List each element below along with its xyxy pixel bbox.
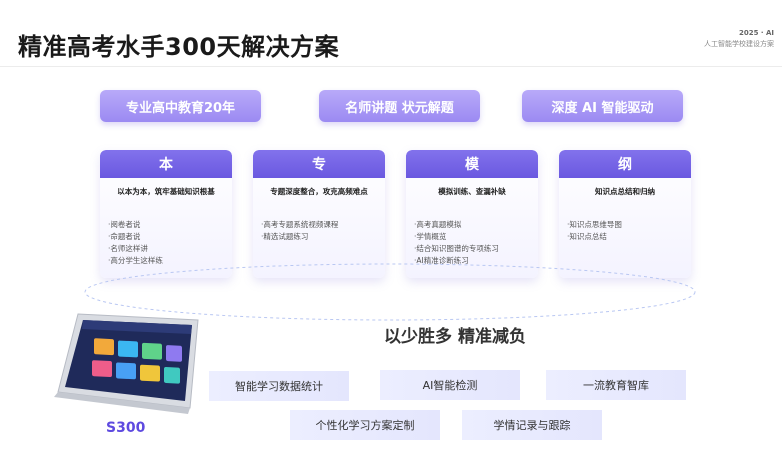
title-divider (0, 66, 782, 67)
list-item: ·结合知识图谱的专项练习 (414, 244, 499, 253)
list-item: ·高考专题系统视频课程 (261, 220, 339, 229)
card-head: 纲 (559, 150, 691, 178)
feature-learning-record: 学情记录与跟踪 (462, 410, 602, 440)
card-subtitle: 以本为本，筑牢基础知识根基 (117, 187, 215, 196)
device-label: S300 (106, 420, 146, 436)
banner-teachers: 名师讲题 状元解题 (319, 90, 480, 122)
card-list: ·高考专题系统视频课程 ·精选试题练习 (253, 219, 385, 243)
page-title: 精准高考水手300天解决方案 (18, 33, 340, 61)
corner-line-1: 2025 · AI (738, 29, 774, 37)
card-zhuan: 专 专题深度整合，攻克高频难点 ·高考专题系统视频课程 ·精选试题练习 (253, 150, 385, 278)
feature-think-tank: 一流教育智库 (546, 370, 686, 400)
list-item: ·学情概览 (414, 232, 447, 241)
card-ben: 本 以本为本，筑牢基础知识根基 ·阅卷者说 ·命题者说 ·名师这样讲 ·高分学生… (100, 150, 232, 278)
dashed-arc (84, 263, 696, 321)
card-mo: 模 模拟训练、查漏补缺 ·高考真题模拟 ·学情概览 ·结合知识图谱的专项练习 ·… (406, 150, 538, 278)
feature-ai-check: AI智能检测 (380, 370, 520, 400)
card-head: 本 (100, 150, 232, 178)
card-subtitle: 知识点总结和归纳 (595, 187, 655, 196)
card-subtitle: 专题深度整合，攻克高频难点 (270, 187, 368, 196)
slogan: 以少胜多 精准减负 (0, 322, 782, 347)
card-list: ·知识点思维导图 ·知识点总结 (559, 219, 691, 243)
banner-ai: 深度 AI 智能驱动 (522, 90, 683, 122)
list-item: ·知识点思维导图 (567, 220, 622, 229)
card-head: 专 (253, 150, 385, 178)
card-gang: 纲 知识点总结和归纳 ·知识点思维导图 ·知识点总结 (559, 150, 691, 278)
card-head: 模 (406, 150, 538, 178)
card-list: ·阅卷者说 ·命题者说 ·名师这样讲 ·高分学生这样练 (100, 219, 232, 267)
slogan-text: 以少胜多 精准减负 (384, 327, 526, 347)
feature-data-stats: 智能学习数据统计 (209, 371, 349, 401)
list-item: ·高考真题模拟 (414, 220, 462, 229)
list-item: ·命题者说 (108, 232, 141, 241)
list-item: ·阅卷者说 (108, 220, 141, 229)
list-item: ·精选试题练习 (261, 232, 309, 241)
list-item: ·AI精准诊断练习 (414, 256, 469, 265)
corner-line-2: 人工智能学校建设方案 (704, 40, 774, 48)
feature-personalized-plan: 个性化学习方案定制 (290, 410, 440, 440)
list-item: ·名师这样讲 (108, 244, 148, 253)
banner-experience: 专业高中教育20年 (100, 90, 261, 122)
card-subtitle: 模拟训练、查漏补缺 (438, 187, 506, 196)
corner-caption: 2025 · AI 人工智能学校建设方案 (704, 28, 774, 50)
list-item: ·高分学生这样练 (108, 256, 163, 265)
tablet-device-image (54, 313, 199, 414)
card-list: ·高考真题模拟 ·学情概览 ·结合知识图谱的专项练习 ·AI精准诊断练习 (406, 219, 538, 267)
list-item: ·知识点总结 (567, 232, 607, 241)
